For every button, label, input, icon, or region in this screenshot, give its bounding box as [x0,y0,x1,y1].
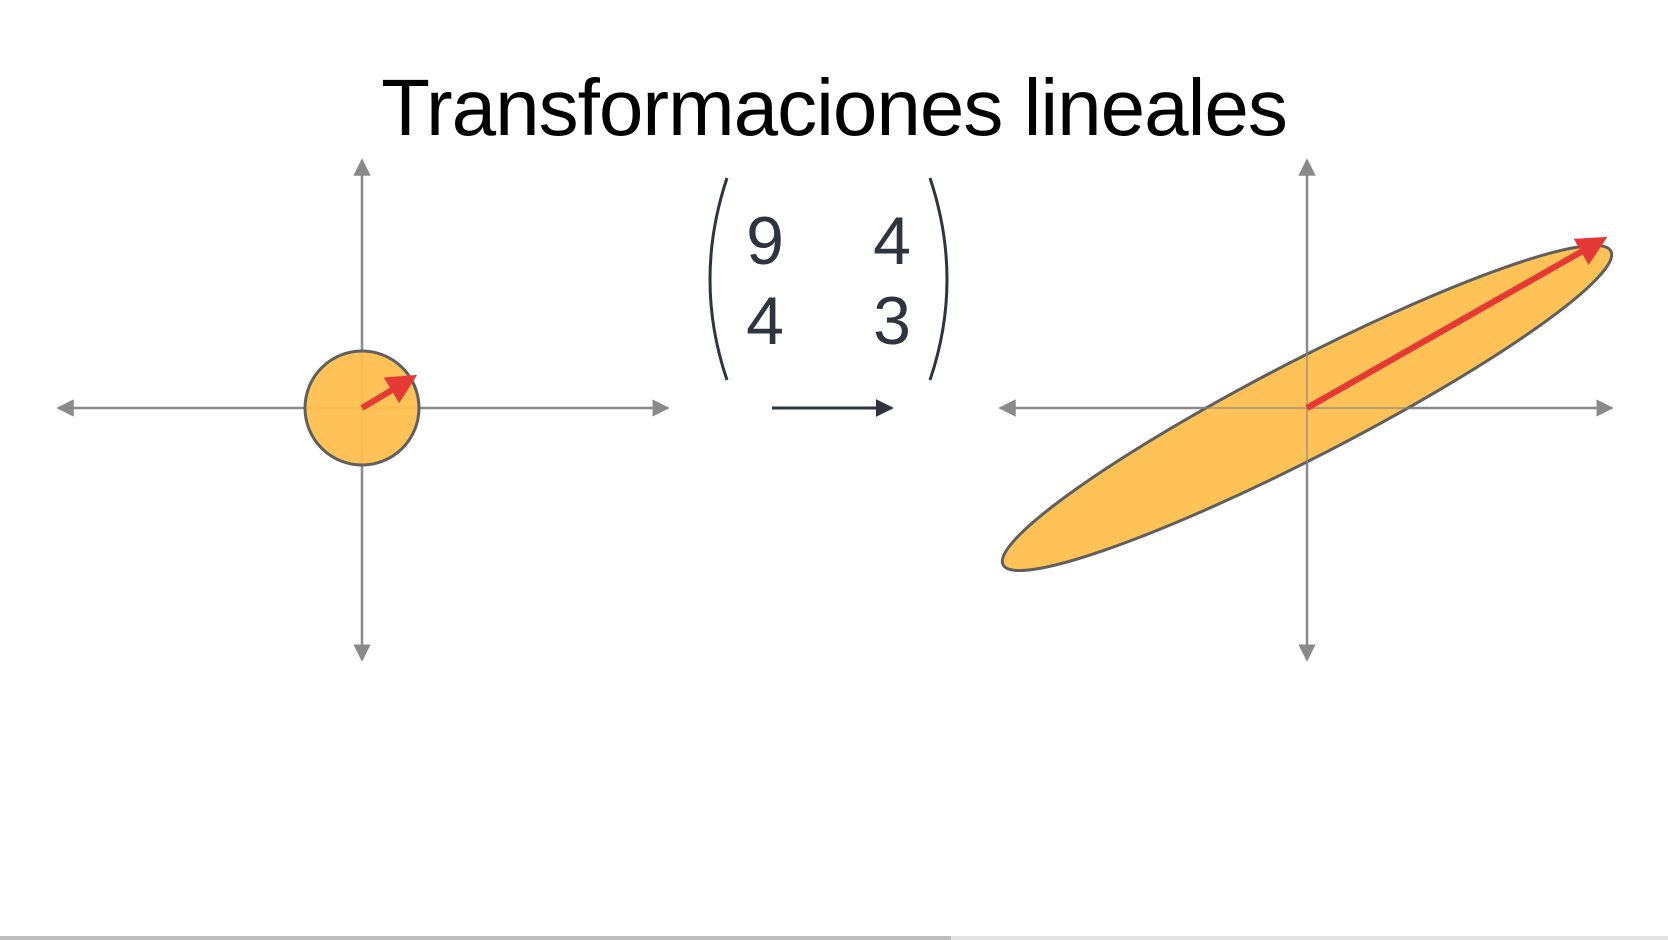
slide-title: Transformaciones lineales [381,63,1288,152]
matrix-entry-a21: 4 [746,283,784,359]
video-progress-bar[interactable] [0,936,1668,940]
matrix-right-bracket [928,177,949,381]
transformed-vector-arrow-top [1305,237,1608,411]
video-progress-fill [0,936,951,940]
matrix-entry-a11: 9 [746,203,784,279]
matrix-entry-a12: 4 [873,203,911,279]
unit-vector-arrow [360,374,418,411]
matrix-entry-a22: 3 [873,283,911,359]
matrix-left-bracket [708,177,729,381]
